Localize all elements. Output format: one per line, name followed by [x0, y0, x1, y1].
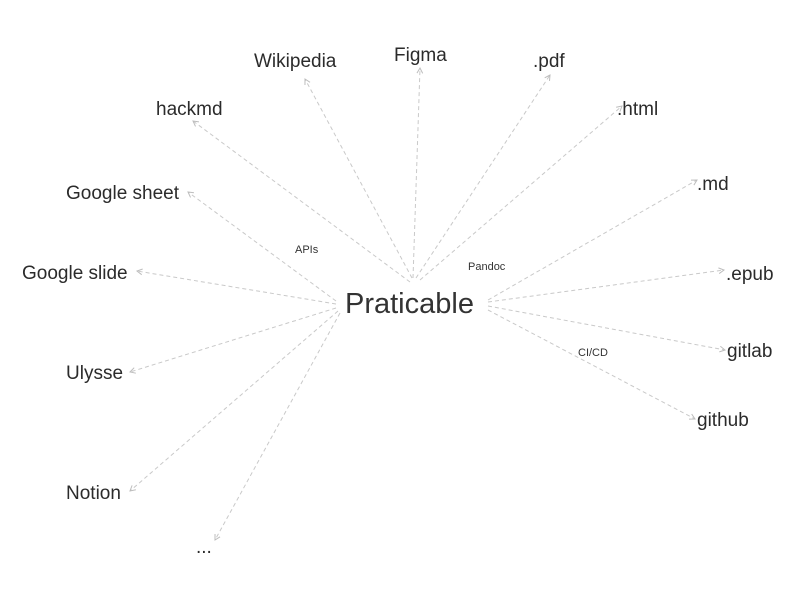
- node-github: github: [697, 410, 749, 431]
- arrowhead-epub: [718, 267, 726, 274]
- node-notion: Notion: [66, 483, 121, 504]
- arrowhead-more: [214, 533, 221, 541]
- center-node: Praticable: [345, 288, 474, 320]
- node-epub: .epub: [726, 264, 774, 285]
- arrowhead-pdf: [544, 74, 551, 82]
- edge-label-apis: APIs: [295, 244, 319, 256]
- edge-wikipedia: [304, 78, 413, 279]
- node-google-slide: Google slide: [22, 263, 128, 284]
- edge-md: [487, 179, 698, 301]
- edge-ulysse: [129, 307, 337, 373]
- edge-label-pandoc: Pandoc: [468, 261, 506, 273]
- edge-html: [419, 105, 623, 281]
- edge-google-slide: [136, 270, 337, 305]
- arrowhead-gitlab: [719, 345, 727, 353]
- edge-figma: [412, 67, 421, 279]
- node-hackmd: hackmd: [156, 99, 223, 120]
- node-gitlab: gitlab: [727, 341, 773, 362]
- edge-pdf: [415, 74, 551, 279]
- arrowhead-hackmd: [192, 120, 200, 127]
- arrowhead-wikipedia: [304, 78, 311, 86]
- node-figma: Figma: [394, 45, 447, 66]
- arrowhead-github: [688, 413, 696, 420]
- edge-label-cicd: CI/CD: [578, 347, 608, 359]
- edge-more: [214, 312, 341, 541]
- edge-github: [487, 309, 696, 420]
- edge-hackmd: [192, 120, 411, 283]
- node-wikipedia: Wikipedia: [254, 51, 337, 72]
- edge-gitlab: [487, 305, 726, 351]
- node-html: .html: [617, 99, 659, 120]
- node-ulysse: Ulysse: [66, 363, 124, 384]
- arrowhead-md: [690, 179, 698, 186]
- arrowhead-google-slide: [135, 268, 143, 276]
- edge-google-sheet: [187, 191, 337, 302]
- node-google-sheet: Google sheet: [66, 183, 180, 204]
- node-md: .md: [697, 174, 729, 195]
- edge-epub: [487, 269, 725, 303]
- arrowhead-google-sheet: [187, 191, 195, 198]
- arrowhead-html: [616, 105, 623, 112]
- edge-notion: [129, 310, 339, 492]
- arrowhead-notion: [129, 485, 136, 492]
- arrowhead-figma: [416, 66, 424, 74]
- node-more: ...: [196, 537, 212, 558]
- arrowhead-ulysse: [129, 367, 136, 374]
- node-pdf: .pdf: [533, 51, 565, 72]
